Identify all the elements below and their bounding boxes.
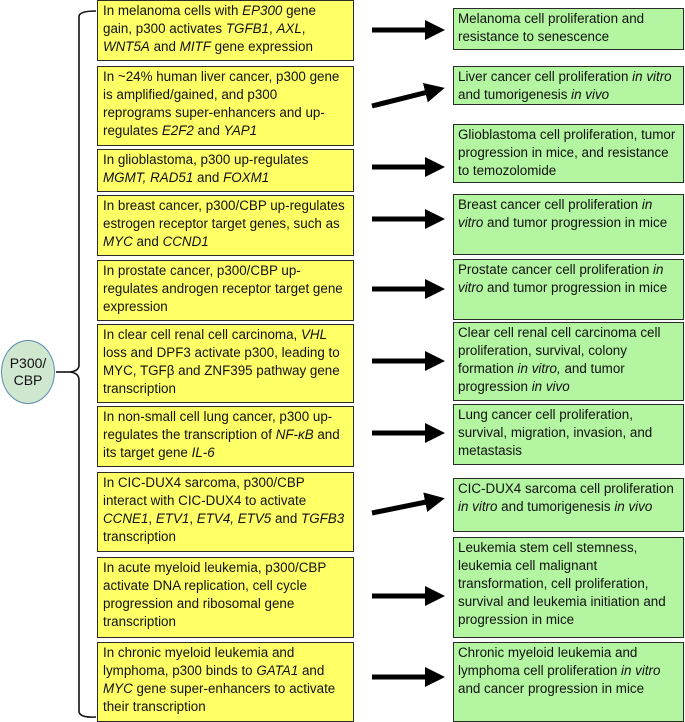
- cause-text-segment: transcription: [103, 529, 176, 544]
- cause-text-segment: loss and DPF3 activate p300, leading to …: [103, 345, 340, 396]
- effect-text-segment: Leukemia stem cell stemness, leukemia ce…: [458, 540, 666, 627]
- cause-text-segment: MITF: [179, 39, 211, 54]
- effect-text-segment: and tumor progression in mice: [483, 215, 668, 230]
- effect-box: Glioblastoma cell proliferation, tumor p…: [453, 124, 684, 183]
- arrow-icon: [371, 492, 445, 516]
- effect-text-segment: Breast cancer cell proliferation: [458, 197, 642, 212]
- effect-text-segment: in vitro: [458, 197, 653, 230]
- arrow-icon: [371, 82, 445, 109]
- effect-text-segment: Clear cell renal cell carcinoma cell pro…: [458, 325, 661, 376]
- effect-text-segment: in vivo: [531, 379, 570, 394]
- effect-box: Liver cancer cell proliferation in vitro…: [453, 66, 684, 105]
- cause-box: In CIC-DUX4 sarcoma, p300/CBP interact w…: [97, 472, 354, 552]
- cause-box: In breast cancer, p300/CBP up-regulates …: [97, 195, 354, 256]
- effect-text-segment: Prostate cancer cell proliferation: [458, 262, 654, 277]
- cause-text-segment: MGMT, RAD51: [103, 170, 194, 185]
- cause-box: In melanoma cells with EP300 gene gain, …: [97, 0, 354, 61]
- cause-text-segment: ,: [301, 21, 306, 36]
- cause-text-segment: In CIC-DUX4 sarcoma, p300/CBP interact w…: [103, 475, 307, 508]
- effect-text-segment: and tumor progression: [458, 361, 625, 394]
- effect-box: Prostate cancer cell proliferation in vi…: [453, 259, 684, 320]
- cause-box: In non-small cell lung cancer, p300 up-r…: [97, 406, 354, 467]
- effect-text-segment: Chronic myeloid leukemia and lymphoma ce…: [458, 645, 638, 678]
- brace-icon: [69, 10, 97, 718]
- effect-box: Melanoma cell proliferation and resistan…: [453, 8, 684, 50]
- cause-text-segment: CCND1: [162, 234, 209, 249]
- cause-text-segment: GATA1: [256, 663, 299, 678]
- effect-box: Lung cancer cell proliferation, survival…: [453, 404, 684, 465]
- effect-text-segment: Glioblastoma cell proliferation, tumor p…: [458, 127, 676, 178]
- cause-text-segment: EP300: [242, 3, 283, 18]
- cause-text-segment: and its target gene: [103, 427, 340, 460]
- cause-text-segment: In breast cancer, p300/CBP up-regulates …: [103, 198, 345, 231]
- cause-text-segment: MYC: [103, 234, 133, 249]
- cause-text-segment: In clear cell renal cell carcinoma,: [103, 327, 301, 342]
- cause-text-segment: TGFB1: [225, 21, 269, 36]
- cause-text-segment: and: [132, 234, 163, 249]
- effect-text-segment: and tumorigenesis: [497, 499, 615, 514]
- cause-text-segment: gene expression: [210, 39, 313, 54]
- cause-text-segment: In acute myeloid leukemia, p300/CBP acti…: [103, 560, 327, 629]
- cause-text-segment: ,: [148, 511, 156, 526]
- cause-text-segment: E2F2: [161, 123, 194, 138]
- cause-text-segment: and: [271, 511, 302, 526]
- cause-text-segment: and: [193, 170, 224, 185]
- effect-box: Clear cell renal cell carcinoma cell pro…: [453, 322, 684, 401]
- hub-label-line2: CBP: [13, 372, 43, 388]
- effect-text-segment: and tumorigenesis: [458, 87, 572, 102]
- p300-cbp-node: P300/CBP: [1, 340, 55, 404]
- effect-text-segment: in vivo: [614, 499, 653, 514]
- cause-text-segment: ,: [189, 511, 197, 526]
- cause-text-segment: CCNE1: [103, 511, 149, 526]
- effect-box: Breast cancer cell proliferation in vitr…: [453, 194, 684, 255]
- cause-text-segment: gene super-enhancers to activate their t…: [103, 681, 336, 714]
- cause-box: In clear cell renal cell carcinoma, VHL …: [97, 324, 354, 403]
- effect-text-segment: Liver cancer cell proliferation: [458, 69, 633, 84]
- effect-text-segment: and tumor progression in mice: [483, 280, 668, 295]
- effect-box: CIC-DUX4 sarcoma cell proliferation in v…: [453, 478, 684, 532]
- cause-text-segment: FOXM1: [223, 170, 270, 185]
- cause-text-segment: In chronic myeloid leukemia and lymphoma…: [103, 645, 295, 678]
- cause-text-segment: gene gain, p300 activates: [103, 3, 316, 36]
- cause-box: In glioblastoma, p300 up-regulates MGMT,…: [97, 149, 354, 192]
- effect-text-segment: and cancer progression in mice: [458, 681, 645, 696]
- cause-text-segment: In prostate cancer, p300/CBP up-regulate…: [103, 263, 343, 314]
- effect-text-segment: in vitro: [621, 663, 661, 678]
- cause-box: In chronic myeloid leukemia and lymphoma…: [97, 642, 354, 722]
- cause-text-segment: and: [149, 39, 180, 54]
- cause-text-segment: and: [298, 663, 325, 678]
- effect-text-segment: Lung cancer cell proliferation, survival…: [458, 407, 653, 458]
- effect-text-segment: in vitro: [632, 69, 672, 84]
- effect-box: Leukemia stem cell stemness, leukemia ce…: [453, 537, 684, 638]
- cause-text-segment: In non-small cell lung cancer, p300 up-r…: [103, 409, 333, 442]
- cause-box: In prostate cancer, p300/CBP up-regulate…: [97, 260, 354, 321]
- cause-text-segment: ,: [269, 21, 277, 36]
- cause-text-segment: AXL: [276, 21, 302, 36]
- cause-box: In ~24% human liver cancer, p300 gene is…: [97, 66, 354, 146]
- cause-text-segment: YAP1: [223, 123, 258, 138]
- cause-text-segment: ETV1: [155, 511, 190, 526]
- effect-text-segment: in vivo: [571, 87, 610, 102]
- effect-box: Chronic myeloid leukemia and lymphoma ce…: [453, 642, 684, 722]
- cause-text-segment: In glioblastoma, p300 up-regulates: [103, 152, 309, 167]
- cause-text-segment: NF-κB: [275, 427, 314, 442]
- cause-text-segment: MYC: [103, 681, 133, 696]
- effect-text-segment: in vitro,: [517, 361, 561, 376]
- cause-text-segment: In ~24% human liver cancer, p300 gene is…: [103, 69, 340, 138]
- effect-text-segment: CIC-DUX4 sarcoma cell proliferation: [458, 481, 674, 496]
- cause-text-segment: IL-6: [191, 445, 215, 460]
- cause-text-segment: In melanoma cells with: [103, 3, 243, 18]
- cause-text-segment: WNT5A: [103, 39, 150, 54]
- cause-box: In acute myeloid leukemia, p300/CBP acti…: [97, 557, 354, 638]
- effect-text-segment: Melanoma cell proliferation and resistan…: [458, 11, 645, 44]
- cause-text-segment: TGFB3: [301, 511, 345, 526]
- hub-label-line1: P300/: [9, 355, 47, 371]
- cause-text-segment: VHL: [300, 327, 328, 342]
- cause-text-segment: ETV4, ETV5: [196, 511, 272, 526]
- effect-text-segment: in vitro: [458, 499, 498, 514]
- effect-text-segment: in vitro: [458, 262, 664, 295]
- cause-text-segment: and: [193, 123, 224, 138]
